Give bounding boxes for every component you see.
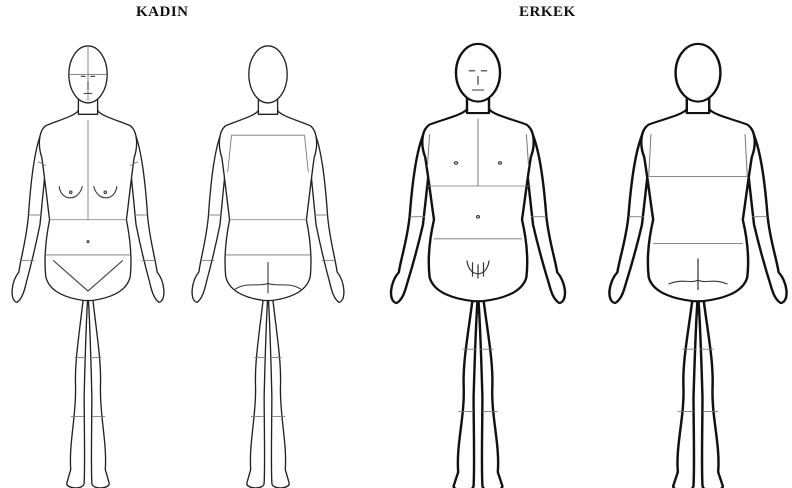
figure-female-back (192, 46, 344, 488)
figure-male-back (609, 44, 786, 488)
figure-male-front (391, 44, 565, 488)
figure-female-front (12, 46, 164, 488)
